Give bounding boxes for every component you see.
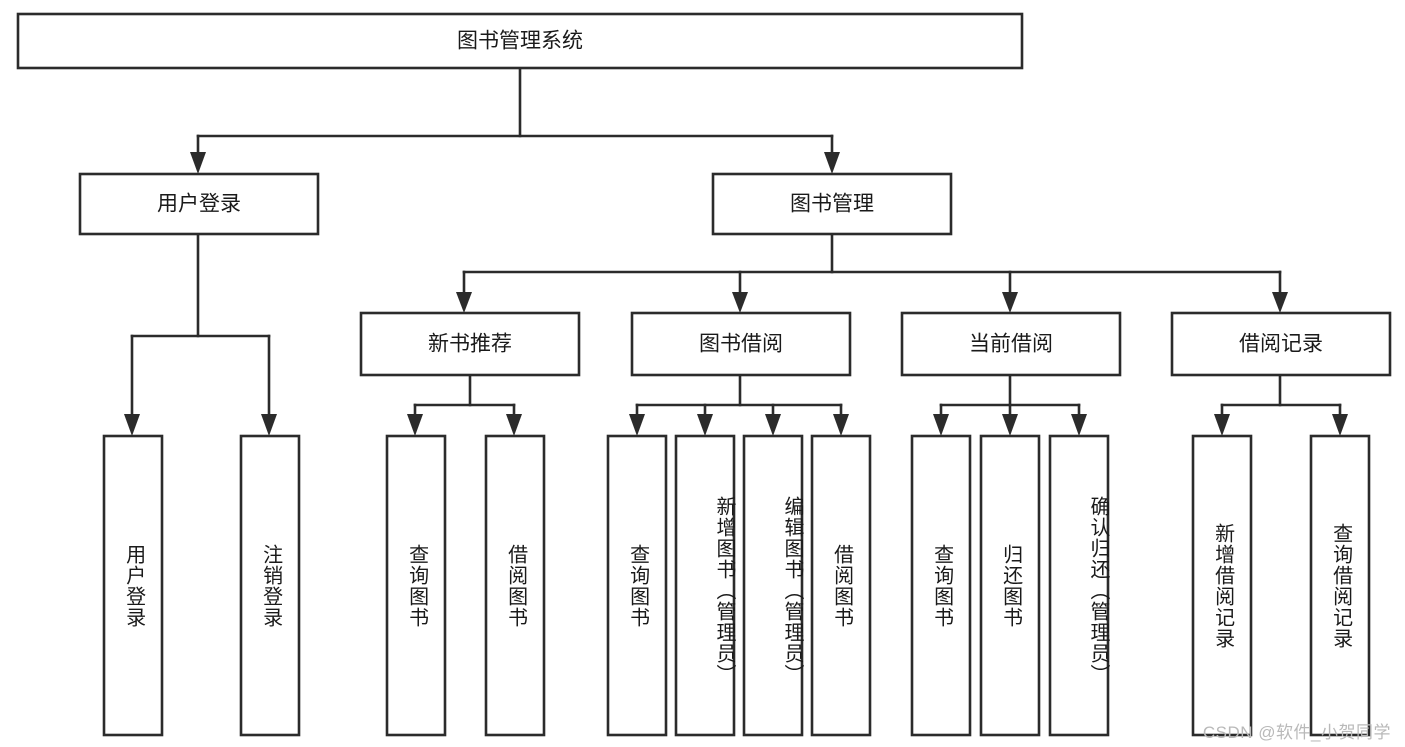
node-root-label: 图书管理系统 [457, 30, 583, 53]
arrow-currentborrow-leaf2 [1002, 414, 1018, 436]
connectors-currentborrow-to-leaves [933, 373, 1087, 436]
leaf-box-borrow-record-1[interactable] [1309, 434, 1371, 737]
node-book-borrow-box [630, 311, 852, 377]
arrow-bookborrow-leaf3 [765, 414, 781, 436]
node-current-borrow[interactable]: 当前借阅 [900, 311, 1122, 377]
leaf-boxes-borrow-record [1191, 434, 1371, 737]
arrow-to-new-book [456, 292, 472, 313]
leaf-boxes-user-login [102, 434, 301, 737]
node-user-login-box [78, 172, 320, 236]
leaf-box-borrow-record-0[interactable] [1191, 434, 1253, 737]
leaf-boxes-current-borrow [910, 434, 1110, 737]
arrow-to-user-login [190, 152, 206, 174]
leaf-box-current-borrow-0[interactable] [910, 434, 972, 737]
leaf-boxes-new-book [385, 434, 546, 737]
leaf-box-current-borrow-2[interactable] [1048, 434, 1110, 737]
node-book-manage-label: 图书管理 [790, 193, 874, 216]
arrow-currentborrow-leaf3 [1071, 414, 1087, 436]
node-root[interactable]: 图书管理系统 [16, 12, 1024, 70]
node-new-book[interactable]: 新书推荐 [359, 311, 581, 377]
arrow-to-book-manage [824, 152, 840, 174]
node-borrow-record[interactable]: 借阅记录 [1170, 311, 1392, 377]
arrow-bookborrow-leaf2 [697, 414, 713, 436]
arrow-userlogin-leaf1 [124, 414, 140, 436]
node-root-box [16, 12, 1024, 70]
node-new-book-label: 新书推荐 [428, 333, 512, 356]
node-book-manage[interactable]: 图书管理 [711, 172, 953, 236]
leaf-box-book-borrow-0[interactable] [606, 434, 668, 737]
node-book-manage-box [711, 172, 953, 236]
connectors-bookborrow-to-leaves [629, 373, 849, 436]
node-book-borrow[interactable]: 图书借阅 [630, 311, 852, 377]
arrow-borrowrecord-leaf1 [1214, 414, 1230, 436]
leaf-box-current-borrow-1[interactable] [979, 434, 1041, 737]
node-current-borrow-label: 当前借阅 [969, 333, 1053, 356]
node-borrow-record-box [1170, 311, 1392, 377]
connectors-newbook-to-leaves [407, 373, 522, 436]
leaf-box-book-borrow-2[interactable] [742, 434, 804, 737]
connectors-borrowrecord-to-leaves [1214, 373, 1348, 436]
arrow-newbook-leaf1 [407, 414, 423, 436]
leaf-box-new-book-1[interactable] [484, 434, 546, 737]
arrow-bookborrow-leaf4 [833, 414, 849, 436]
leaf-box-book-borrow-3[interactable] [810, 434, 872, 737]
arrow-borrowrecord-leaf2 [1332, 414, 1348, 436]
leaf-box-user-login-0[interactable] [102, 434, 164, 737]
node-new-book-box [359, 311, 581, 377]
arrow-userlogin-leaf2 [261, 414, 277, 436]
node-book-borrow-label: 图书借阅 [699, 333, 783, 356]
leaf-box-new-book-0[interactable] [385, 434, 447, 737]
arrow-to-borrow-record [1272, 292, 1288, 313]
arrow-to-book-borrow [732, 292, 748, 313]
connectors-bookmanage-to-level3 [456, 232, 1288, 313]
leaf-box-book-borrow-1[interactable] [674, 434, 736, 737]
arrow-bookborrow-leaf1 [629, 414, 645, 436]
csdn-watermark: CSDN @软件_小贺同学 [1202, 723, 1391, 742]
node-current-borrow-box [900, 311, 1122, 377]
node-user-login-label: 用户登录 [157, 193, 241, 216]
leaf-boxes-book-borrow [606, 434, 872, 737]
arrow-newbook-leaf2 [506, 414, 522, 436]
node-borrow-record-label: 借阅记录 [1239, 333, 1323, 356]
leaf-box-user-login-1[interactable] [239, 434, 301, 737]
arrow-to-current-borrow [1002, 292, 1018, 313]
connectors-root-to-level2 [190, 66, 840, 174]
connectors-userlogin-to-leaves [124, 232, 277, 436]
node-user-login[interactable]: 用户登录 [78, 172, 320, 236]
arrow-currentborrow-leaf1 [933, 414, 949, 436]
